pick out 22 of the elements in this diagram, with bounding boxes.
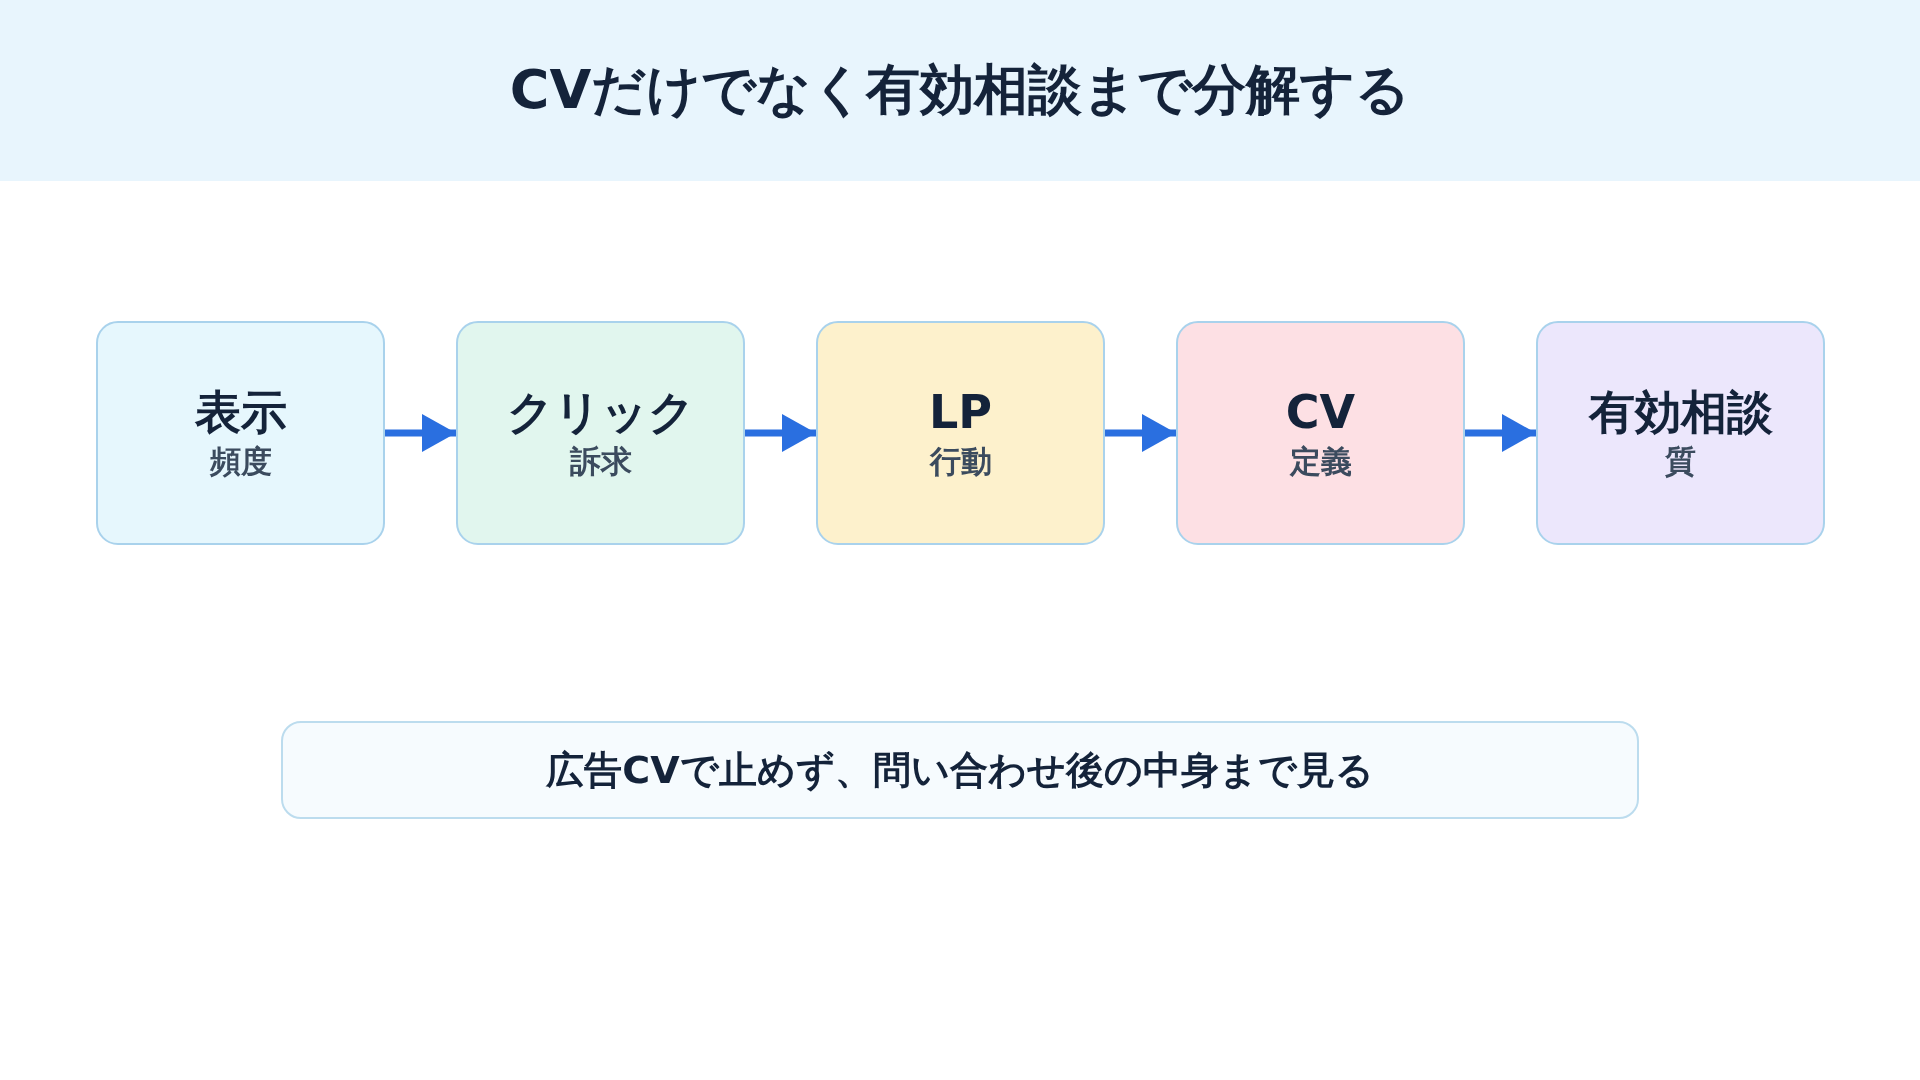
process-box <box>456 321 745 545</box>
process-box <box>1536 321 1825 545</box>
note-box <box>281 721 1639 819</box>
box-subtitle: 行動 <box>929 442 992 481</box>
box-subtitle: 訴求 <box>569 442 632 481</box>
arrow <box>745 414 816 452</box>
box-title: CV <box>1285 385 1356 439</box>
box-title: 表示 <box>194 385 287 439</box>
title-text: CVだけでなく有効相談まで分解する <box>509 57 1411 123</box>
box-title: クリック <box>506 385 695 439</box>
box-title: 有効相談 <box>1588 385 1773 439</box>
note-text: 広告CVで止めず、問い合わせ後の中身まで見る <box>546 746 1374 794</box>
process-box <box>816 321 1105 545</box>
arrow <box>1465 414 1536 452</box>
arrow <box>385 414 456 452</box>
process-box <box>1176 321 1465 545</box>
box-subtitle: 頻度 <box>209 442 272 481</box>
process-box <box>96 321 385 545</box>
box-title: LP <box>929 385 992 439</box>
box-subtitle: 質 <box>1665 442 1696 481</box>
arrow <box>1105 414 1176 452</box>
box-subtitle: 定義 <box>1289 442 1352 481</box>
